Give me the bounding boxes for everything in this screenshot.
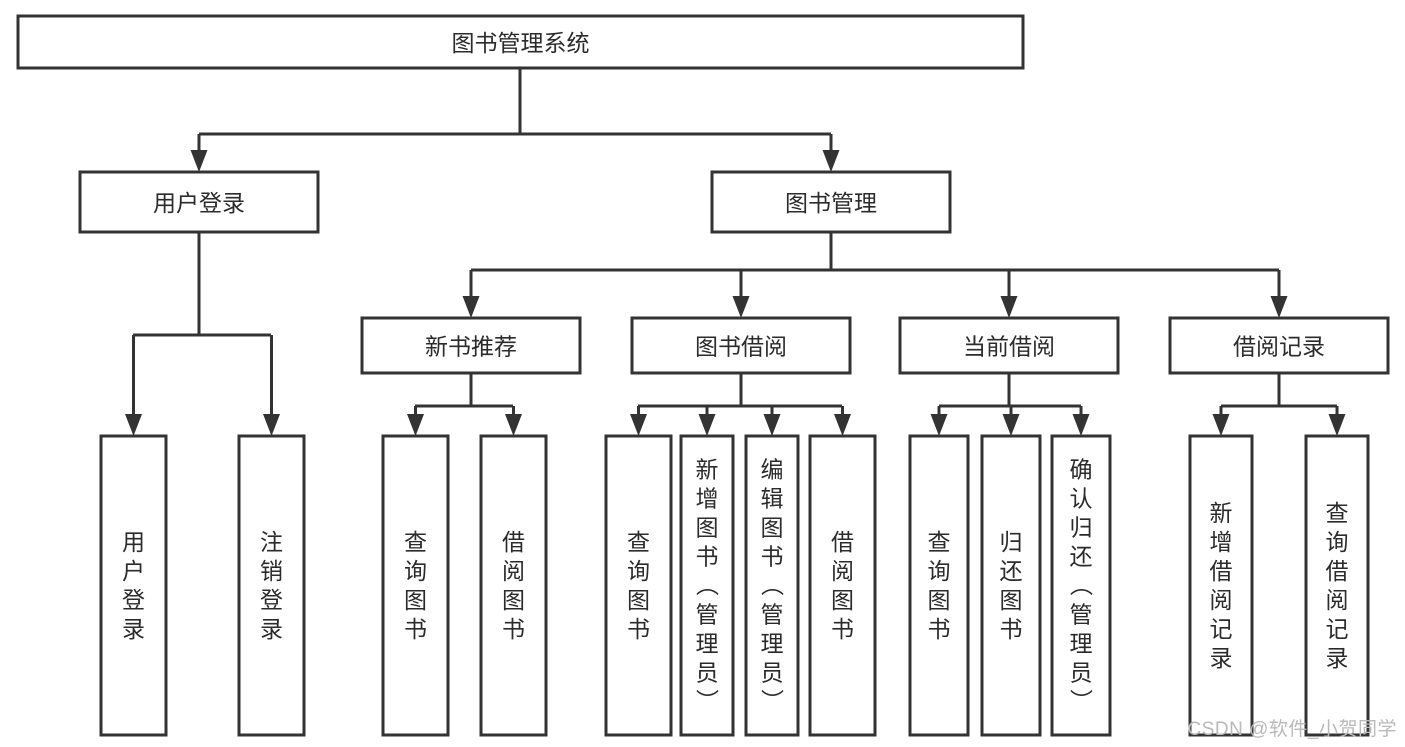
node-t2d[interactable]: 借阅记录	[1168, 316, 1390, 375]
node-t2a[interactable]: 新书推荐	[360, 316, 582, 375]
node-l10[interactable]: 归还图书	[980, 434, 1042, 737]
node-l7[interactable]: 编辑图书（管理员）	[744, 434, 800, 737]
node-label: 当前借阅	[963, 334, 1055, 360]
node-l9[interactable]: 查询图书	[908, 434, 970, 737]
node-l13[interactable]: 查询借阅记录	[1304, 434, 1370, 737]
node-root[interactable]: 图书管理系统	[16, 14, 1025, 70]
arrowhead-l1	[125, 414, 142, 436]
node-box[interactable]	[630, 316, 852, 375]
node-box[interactable]	[744, 434, 800, 737]
nodes-layer: 图书管理系统用户登录图书管理新书推荐图书借阅当前借阅借阅记录用户登录注销登录查询…	[16, 14, 1390, 737]
node-l2[interactable]: 注销登录	[237, 434, 306, 737]
node-label: 查询图书	[627, 529, 650, 642]
node-box[interactable]	[479, 434, 548, 737]
node-label: 借阅记录	[1233, 334, 1325, 360]
node-l8[interactable]: 借阅图书	[808, 434, 877, 737]
node-box[interactable]	[908, 434, 970, 737]
arrowhead-t1a	[190, 150, 208, 172]
arrowhead-t1b	[822, 150, 840, 172]
node-box[interactable]	[898, 316, 1120, 375]
node-label: 图书管理系统	[452, 30, 590, 56]
node-label: 新增借阅记录	[1210, 500, 1233, 671]
arrowhead-l12	[1212, 414, 1230, 436]
arrowhead-l6	[698, 414, 716, 436]
arrowhead-l11	[1072, 414, 1090, 436]
node-t2c[interactable]: 当前借阅	[898, 316, 1120, 375]
arrowhead-t2c	[1000, 296, 1018, 318]
node-box[interactable]	[679, 434, 735, 737]
node-label: 新增图书（管理员）	[696, 457, 720, 715]
node-box[interactable]	[16, 14, 1025, 70]
node-t1a[interactable]: 用户登录	[78, 170, 320, 234]
node-l1[interactable]: 用户登录	[99, 434, 168, 737]
node-box[interactable]	[1168, 316, 1390, 375]
node-label: 借阅图书	[502, 529, 525, 642]
node-box[interactable]	[604, 434, 673, 737]
node-label: 图书借阅	[695, 334, 787, 360]
node-box[interactable]	[1050, 434, 1112, 737]
node-box[interactable]	[237, 434, 306, 737]
arrowhead-l5	[630, 414, 647, 436]
node-label: 查询图书	[928, 529, 951, 642]
node-box[interactable]	[1304, 434, 1370, 737]
arrowhead-t2a	[462, 296, 480, 318]
node-l3[interactable]: 查询图书	[381, 434, 450, 737]
arrowhead-t2b	[732, 296, 750, 318]
node-box[interactable]	[360, 316, 582, 375]
node-l11[interactable]: 确认归还（管理员）	[1050, 434, 1112, 737]
arrowhead-l7	[763, 414, 781, 436]
node-label: 查询图书	[404, 529, 427, 642]
node-label: 图书管理	[785, 190, 877, 216]
arrowhead-l2	[263, 414, 280, 436]
node-label: 注销登录	[260, 529, 283, 642]
node-label: 确认归还（管理员）	[1070, 457, 1094, 715]
node-label: 编辑图书（管理员）	[761, 457, 785, 715]
node-label: 归还图书	[1000, 529, 1023, 642]
node-box[interactable]	[1188, 434, 1254, 737]
node-t1b[interactable]: 图书管理	[710, 170, 952, 234]
node-label: 借阅图书	[831, 529, 854, 642]
node-label: 查询借阅记录	[1326, 500, 1349, 671]
arrowhead-l8	[834, 414, 851, 436]
node-box[interactable]	[710, 170, 952, 234]
node-l4[interactable]: 借阅图书	[479, 434, 548, 737]
arrowhead-t2d	[1270, 296, 1288, 318]
arrowhead-l3	[407, 414, 424, 436]
node-t2b[interactable]: 图书借阅	[630, 316, 852, 375]
node-l12[interactable]: 新增借阅记录	[1188, 434, 1254, 737]
edges-layer	[125, 68, 1346, 436]
node-box[interactable]	[78, 170, 320, 234]
node-label: 新书推荐	[425, 334, 517, 360]
arrowhead-l13	[1328, 414, 1346, 436]
node-l6[interactable]: 新增图书（管理员）	[679, 434, 735, 737]
arrowhead-l10	[1002, 414, 1020, 436]
node-box[interactable]	[381, 434, 450, 737]
arrowhead-l4	[505, 414, 522, 436]
node-box[interactable]	[99, 434, 168, 737]
arrowhead-l9	[930, 414, 948, 436]
node-label: 用户登录	[122, 529, 145, 642]
node-l5[interactable]: 查询图书	[604, 434, 673, 737]
node-box[interactable]	[980, 434, 1042, 737]
node-label: 用户登录	[153, 190, 245, 216]
node-box[interactable]	[808, 434, 877, 737]
